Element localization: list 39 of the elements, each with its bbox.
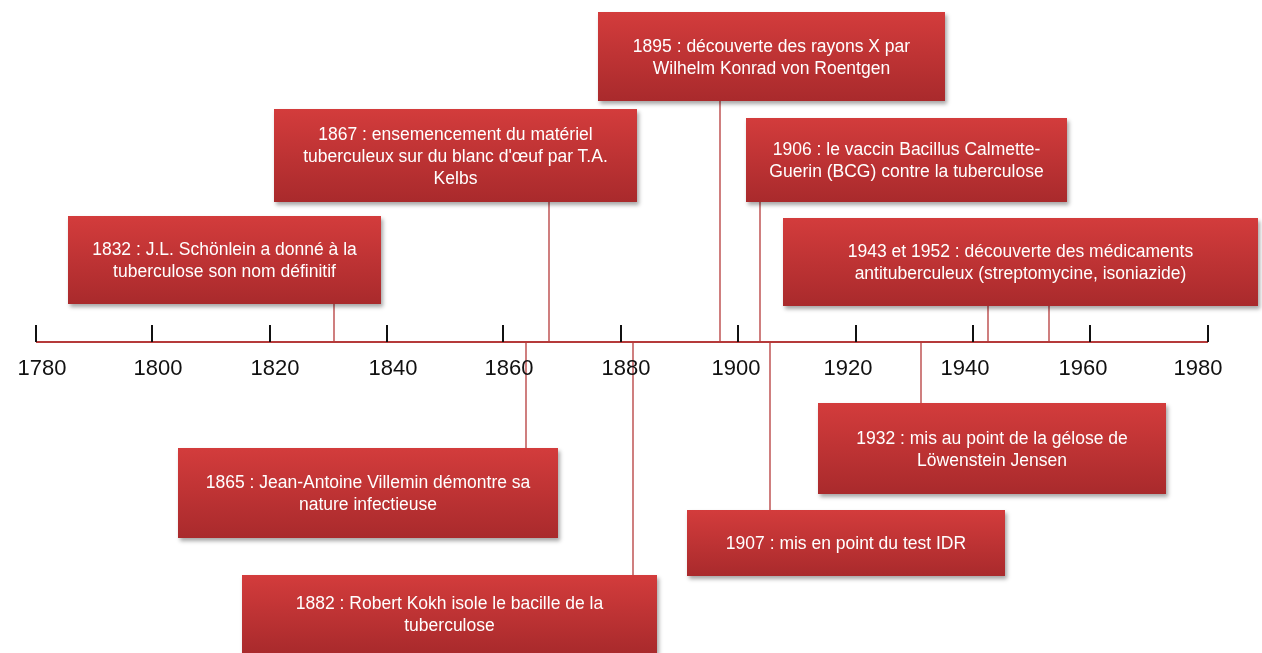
year-label: 1800 bbox=[133, 355, 183, 381]
event-text: 1943 et 1952 : découverte des médicaments antituberculeux (streptomycine, isoniazide) bbox=[846, 240, 1195, 284]
year-label: 1880 bbox=[601, 355, 651, 381]
event-text: 1895 : découverte des rayons X par Wilhelm Konrad von Roentgen bbox=[631, 34, 912, 79]
event-box bbox=[68, 216, 381, 304]
event-box bbox=[242, 575, 657, 653]
leader-line bbox=[548, 201, 550, 343]
event-text: 1832 : J.L. Schönlein a donné à la tuberculose son nom définitif bbox=[91, 238, 358, 282]
leader-line bbox=[987, 305, 989, 343]
year-label: 1860 bbox=[484, 355, 534, 381]
year-label: 1840 bbox=[368, 355, 418, 381]
event-box bbox=[687, 510, 1005, 576]
event-box bbox=[783, 218, 1258, 306]
year-label: 1980 bbox=[1173, 355, 1223, 381]
leader-line bbox=[1048, 305, 1050, 343]
leader-line bbox=[333, 303, 335, 343]
leader-line bbox=[719, 100, 721, 343]
year-label: 1900 bbox=[711, 355, 761, 381]
event-box bbox=[818, 403, 1166, 494]
year-label: 1940 bbox=[940, 355, 990, 381]
event-text: 1907 : mis en point du test IDR bbox=[725, 532, 967, 554]
year-label: 1920 bbox=[823, 355, 873, 381]
event-box bbox=[178, 448, 558, 538]
event-box bbox=[274, 109, 637, 202]
leader-line bbox=[525, 341, 527, 449]
event-text: 1882 : Robert Kokh isole le bacille de la tuberculose bbox=[294, 592, 605, 636]
event-box bbox=[746, 118, 1067, 202]
event-text: 1865 : Jean-Antoine Villemin démontre sa nature infectieuse bbox=[204, 471, 532, 515]
event-text: 1932 : mis au point de la gélose de Löwenstein Jensen bbox=[855, 426, 1129, 471]
leader-line bbox=[920, 341, 922, 404]
leader-line bbox=[769, 341, 771, 511]
event-text: 1867 : ensemencement du matériel tuberculeux sur du blanc d'œuf par T.A. Kelbs bbox=[302, 122, 609, 189]
leader-line bbox=[759, 201, 761, 343]
year-label: 1780 bbox=[17, 355, 67, 381]
year-label: 1820 bbox=[250, 355, 300, 381]
leader-line bbox=[632, 341, 634, 576]
year-label: 1960 bbox=[1058, 355, 1108, 381]
event-text: 1906 : le vaccin Bacillus Calmette-Guerin (BCG) contre la tuberculose bbox=[768, 138, 1045, 182]
event-box bbox=[598, 12, 945, 101]
